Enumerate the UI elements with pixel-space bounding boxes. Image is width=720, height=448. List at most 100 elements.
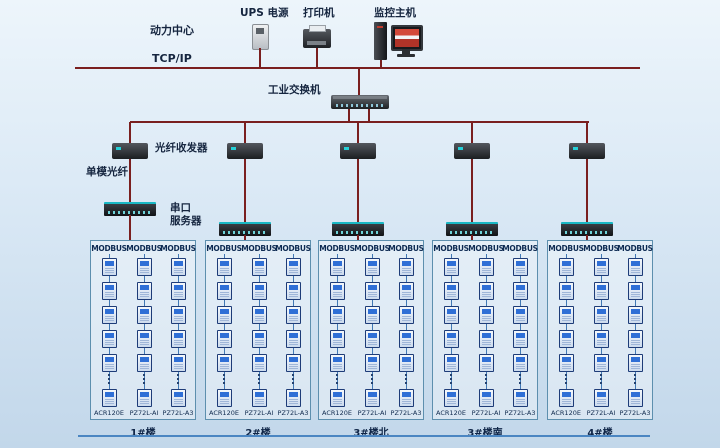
power-meter-icon: [136, 354, 152, 372]
power-meter-icon: [136, 389, 152, 407]
power-meter-icon: [627, 389, 643, 407]
meter-stack: [558, 258, 574, 372]
power-center-label: 动力中心: [150, 24, 194, 37]
modbus-bus-line: [293, 254, 294, 394]
power-meter-icon: [170, 282, 186, 300]
connector-line: [357, 122, 359, 143]
meter-column: MODBUS ACR120E: [319, 241, 355, 419]
ellipsis-dots-icon: [600, 374, 602, 385]
ellipsis-dots-icon: [450, 374, 452, 385]
connector-line: [129, 122, 131, 143]
meter-column: MODBUS PZ72L-A3: [617, 241, 653, 419]
power-meter-icon: [627, 258, 643, 276]
bus-protocol-label: MODBUS: [617, 244, 653, 253]
modbus-bus-line: [520, 254, 521, 394]
power-meter-icon: [627, 282, 643, 300]
meter-group-box: MODBUS ACR120E MODBUS PZ72L-AI MODBUS: [318, 240, 424, 420]
meter-column: MODBUS PZ72L-A3: [275, 241, 311, 419]
meter-stack: [364, 258, 380, 372]
meter-group-box: MODBUS ACR120E MODBUS PZ72L-AI MODBUS: [547, 240, 653, 420]
meter-stack: [216, 258, 232, 372]
building-label: 4#楼: [587, 428, 613, 439]
building-label: 3#楼南: [467, 428, 503, 439]
power-meter-icon: [398, 258, 414, 276]
bus-protocol-label: MODBUS: [354, 244, 390, 253]
power-meter-icon: [251, 389, 267, 407]
bus-protocol-label: MODBUS: [502, 244, 538, 253]
meter-stack-bottom: [136, 389, 152, 407]
ellipsis-dots-icon: [485, 374, 487, 385]
branch: MODBUS ACR120E MODBUS PZ72L-AI MODBUS: [205, 122, 311, 442]
serial-server-icon: [332, 222, 384, 236]
power-meter-icon: [170, 306, 186, 324]
power-meter-icon: [593, 330, 609, 348]
bus-protocol-label: MODBUS: [583, 244, 619, 253]
bus-protocol-label: MODBUS: [241, 244, 277, 253]
meter-group-box: MODBUS ACR120E MODBUS PZ72L-AI MODBUS: [90, 240, 196, 420]
power-meter-icon: [627, 330, 643, 348]
power-meter-icon: [285, 354, 301, 372]
single-mode-fiber-label: 单模光纤: [86, 166, 128, 178]
meter-column: MODBUS PZ72L-AI: [354, 241, 390, 419]
bus-protocol-label: MODBUS: [160, 244, 196, 253]
ellipsis-dots-icon: [336, 374, 338, 385]
power-meter-icon: [512, 282, 528, 300]
meter-column: MODBUS PZ72L-A3: [388, 241, 424, 419]
monitor-icon: [391, 25, 423, 51]
power-meter-icon: [398, 306, 414, 324]
power-meter-icon: [443, 330, 459, 348]
tcpip-label: TCP/IP: [152, 52, 192, 65]
power-meter-icon: [443, 306, 459, 324]
pc-tower-icon: [374, 22, 387, 60]
meter-stack: [443, 258, 459, 372]
power-meter-icon: [512, 354, 528, 372]
power-meter-icon: [512, 330, 528, 348]
branch: MODBUS ACR120E MODBUS PZ72L-AI MODBUS: [318, 122, 424, 442]
connector-line: [586, 122, 588, 143]
connector-line: [368, 109, 370, 122]
meter-group-box: MODBUS ACR120E MODBUS PZ72L-AI MODBUS: [205, 240, 311, 420]
building-label: 2#楼: [245, 428, 271, 439]
bus-protocol-label: MODBUS: [388, 244, 424, 253]
power-meter-icon: [593, 258, 609, 276]
power-meter-icon: [216, 306, 232, 324]
meter-stack: [285, 258, 301, 372]
power-meter-icon: [364, 306, 380, 324]
meter-column: MODBUS ACR120E: [433, 241, 469, 419]
connector-line: [244, 122, 246, 143]
bus-protocol-label: MODBUS: [319, 244, 355, 253]
meter-stack: [329, 258, 345, 372]
power-meter-icon: [512, 258, 528, 276]
meter-stack: [170, 258, 186, 372]
meter-stack-bottom: [398, 389, 414, 407]
meter-column: MODBUS PZ72L-AI: [468, 241, 504, 419]
power-meter-icon: [558, 354, 574, 372]
power-meter-icon: [101, 354, 117, 372]
monitor-base: [397, 54, 415, 57]
modbus-bus-line: [566, 254, 567, 394]
power-meter-icon: [251, 354, 267, 372]
meter-stack-bottom: [627, 389, 643, 407]
ellipsis-dots-icon: [223, 374, 225, 385]
power-meter-icon: [136, 282, 152, 300]
modbus-bus-line: [406, 254, 407, 394]
connector-line: [129, 215, 131, 240]
power-meter-icon: [216, 330, 232, 348]
power-meter-icon: [216, 354, 232, 372]
connector-line: [316, 48, 318, 68]
meter-stack-bottom: [216, 389, 232, 407]
meter-model-label: PZ72L-AI: [129, 409, 159, 417]
modbus-bus-line: [259, 254, 260, 394]
building-label: 3#楼北: [353, 428, 389, 439]
power-meter-icon: [512, 389, 528, 407]
power-meter-icon: [329, 306, 345, 324]
fiber-link-line: [129, 159, 131, 202]
distribution-bus-line: [130, 121, 589, 123]
meter-column: MODBUS PZ72L-AI: [126, 241, 162, 419]
meter-stack: [136, 258, 152, 372]
bus-protocol-label: MODBUS: [206, 244, 242, 253]
meter-column: MODBUS ACR120E: [206, 241, 242, 419]
meter-stack: [593, 258, 609, 372]
meter-stack: [251, 258, 267, 372]
